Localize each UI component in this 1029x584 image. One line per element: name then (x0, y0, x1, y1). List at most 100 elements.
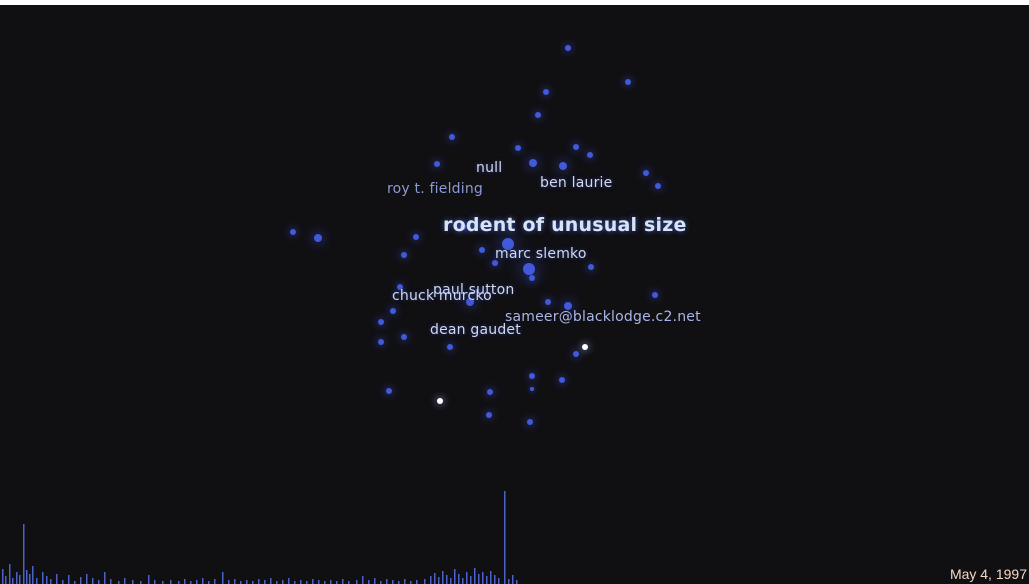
histogram-bar (504, 491, 506, 584)
histogram-bar (398, 581, 400, 584)
label-marc-slemko[interactable]: marc slemko (495, 246, 587, 262)
label-ben-laurie[interactable]: ben laurie (540, 175, 613, 191)
histogram-bar (330, 580, 332, 584)
histogram-bar (498, 578, 500, 584)
node-dot (545, 299, 551, 305)
node-dot (401, 334, 407, 340)
histogram-bar (74, 581, 76, 584)
histogram-bar (454, 569, 456, 584)
histogram-bar (26, 570, 28, 584)
node-dot (527, 419, 533, 425)
date-label: May 4, 1997 (949, 566, 1027, 582)
histogram-bar (424, 579, 426, 584)
histogram-bar (252, 581, 254, 584)
histogram-bar (446, 575, 448, 584)
histogram-bar (228, 580, 230, 584)
node-dot (487, 389, 493, 395)
label-paul-sutton[interactable]: paul sutton (433, 282, 515, 298)
node-dot (447, 344, 453, 350)
histogram-bar (270, 578, 272, 584)
histogram-bar (118, 581, 120, 584)
histogram-bar (508, 579, 510, 584)
activity-histogram[interactable] (0, 485, 1029, 584)
node-dot (529, 373, 535, 379)
node-dot (449, 134, 455, 140)
node-dot (479, 247, 485, 253)
histogram-bar (380, 581, 382, 584)
histogram-bar (288, 578, 290, 584)
histogram-bar (124, 578, 126, 584)
node-dot (314, 234, 322, 242)
histogram-bar (416, 580, 418, 584)
histogram-bar (450, 578, 452, 584)
histogram-bar (374, 578, 376, 584)
histogram-bar (458, 574, 460, 584)
node-dot (390, 308, 396, 314)
node-dot (655, 183, 661, 189)
histogram-bar (234, 579, 236, 584)
histogram-bar (386, 579, 388, 584)
node-dot (543, 89, 549, 95)
label-dean-gaudet[interactable]: dean gaudet (430, 322, 521, 338)
histogram-bar (50, 579, 52, 584)
node-dot (573, 144, 579, 150)
label-sameer[interactable]: sameer@blacklodge.c2.net (505, 309, 701, 325)
histogram-bar (356, 580, 358, 584)
histogram-bar (482, 572, 484, 584)
histogram-bar (196, 580, 198, 584)
histogram-bar (12, 578, 14, 584)
histogram-bar (438, 577, 440, 584)
histogram-bar (9, 564, 11, 584)
histogram-bar (154, 580, 156, 584)
histogram-bar (442, 571, 444, 584)
histogram-bar (348, 581, 350, 584)
histogram-bar (462, 578, 464, 584)
node-dot (386, 388, 392, 394)
histogram-bar (512, 575, 514, 584)
network-visualization[interactable]: rodent of unusual size null roy t. field… (0, 5, 1029, 584)
histogram-bar (162, 581, 164, 584)
histogram-bar (214, 579, 216, 584)
label-rodent-of-unusual-size[interactable]: rodent of unusual size (443, 214, 687, 236)
node-dot (564, 302, 572, 310)
node-dot (378, 319, 384, 325)
histogram-bar (42, 572, 44, 584)
label-chuck-murcko[interactable]: chuck murcko (392, 288, 492, 304)
histogram-bar (392, 580, 394, 584)
histogram-bar (46, 576, 48, 584)
histogram-bar (324, 581, 326, 584)
histogram-bar (222, 572, 224, 584)
node-dot (523, 263, 535, 275)
histogram-bar (342, 579, 344, 584)
node-dot (290, 229, 296, 235)
histogram-bar (202, 578, 204, 584)
histogram-bar (434, 573, 436, 584)
histogram-bar (184, 579, 186, 584)
histogram-bar (2, 569, 4, 584)
histogram-bar (178, 581, 180, 584)
histogram-bar (264, 580, 266, 584)
histogram-bar (240, 581, 242, 584)
histogram-bar (68, 575, 70, 584)
label-roy-t-fielding[interactable]: roy t. fielding (387, 181, 483, 197)
node-dot (401, 252, 407, 258)
node-dot (378, 339, 384, 345)
node-dot (573, 351, 579, 357)
node-dot (434, 161, 440, 167)
node-dot (530, 387, 534, 391)
histogram-bar (92, 578, 94, 584)
node-dot (492, 260, 498, 266)
histogram-bar (306, 581, 308, 584)
node-dot (397, 284, 403, 290)
histogram-bar (300, 580, 302, 584)
node-dot (625, 79, 631, 85)
label-null[interactable]: null (476, 160, 503, 176)
node-dot (413, 234, 419, 240)
node-dot (535, 112, 541, 118)
top-edge-strip (0, 0, 1029, 5)
histogram-bar (486, 576, 488, 584)
histogram-bar (258, 579, 260, 584)
node-dot (643, 170, 649, 176)
histogram-bar (140, 581, 142, 584)
histogram-bar (80, 577, 82, 584)
